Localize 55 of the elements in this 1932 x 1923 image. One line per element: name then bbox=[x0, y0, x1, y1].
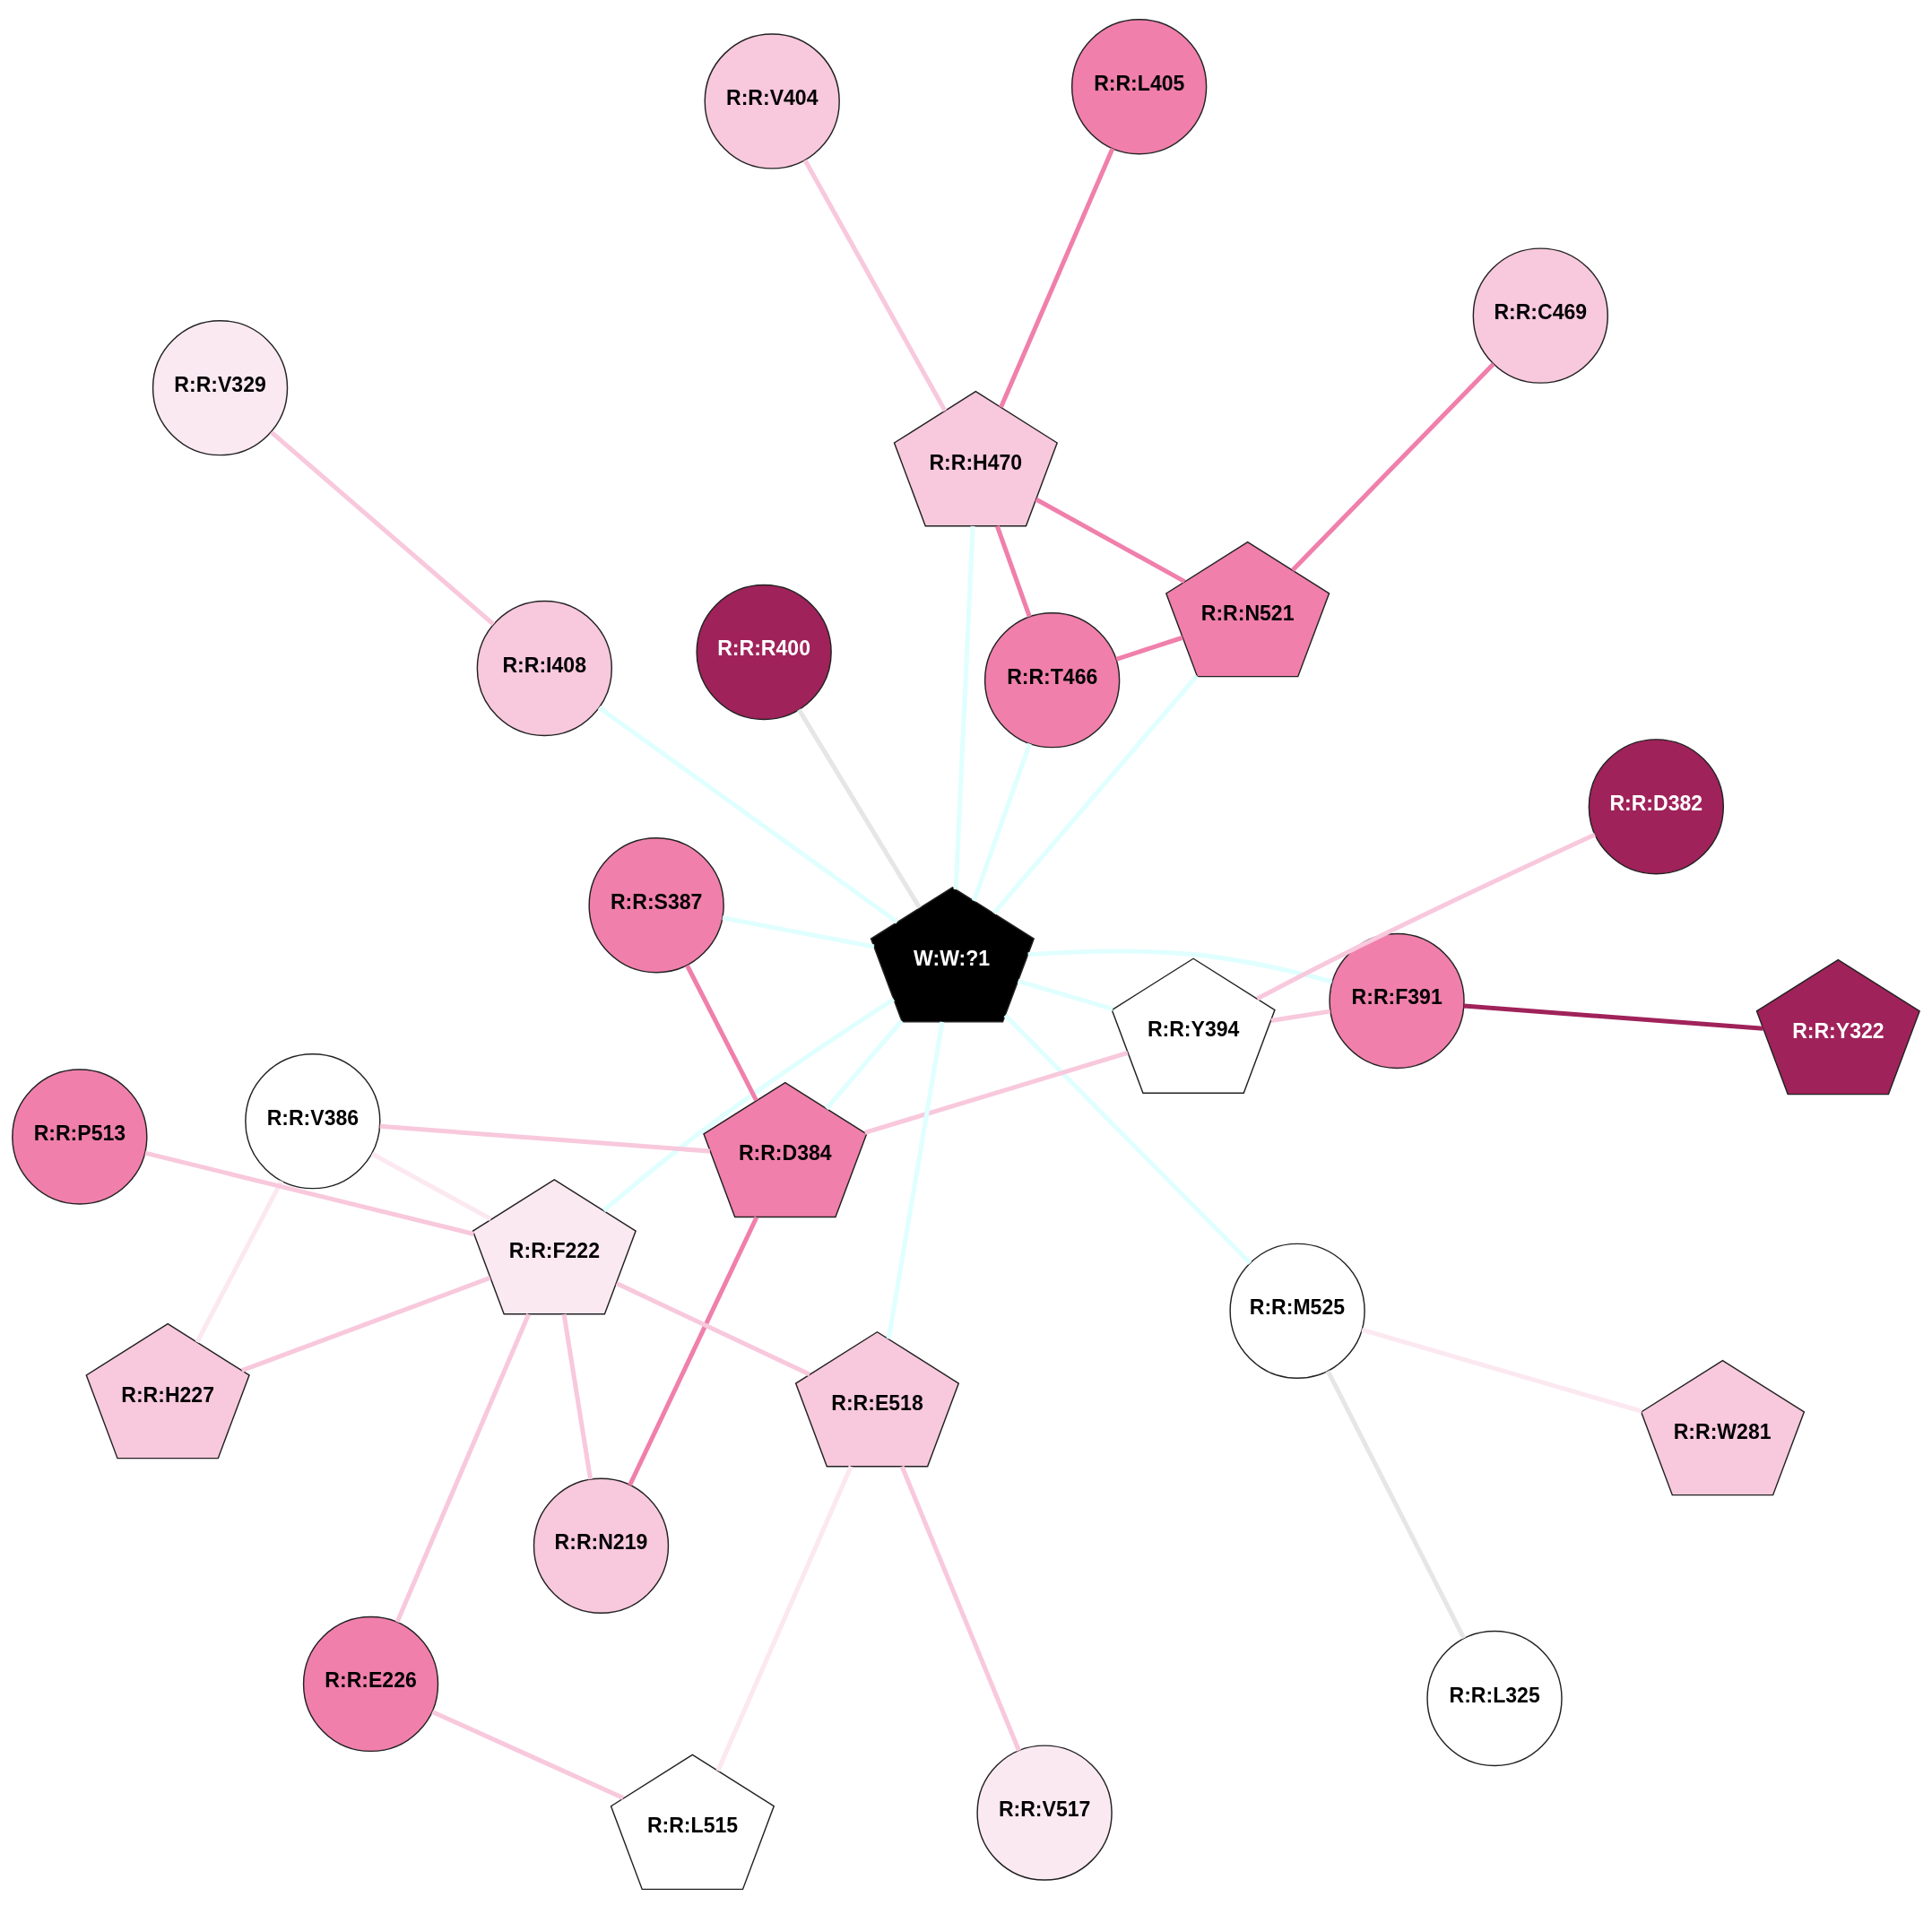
connector bbox=[379, 1123, 710, 1154]
node-circle: R:R:L405 bbox=[1070, 19, 1208, 155]
connector bbox=[431, 1710, 625, 1800]
connector bbox=[195, 1180, 284, 1344]
connector bbox=[1027, 949, 1333, 984]
connector bbox=[685, 964, 758, 1102]
connector bbox=[615, 1281, 811, 1377]
connector bbox=[1035, 497, 1186, 584]
connector bbox=[270, 430, 496, 627]
connector bbox=[994, 525, 1032, 618]
connector bbox=[1291, 362, 1495, 572]
node-circle: R:R:I408 bbox=[476, 600, 613, 737]
connector bbox=[992, 674, 1199, 915]
connector bbox=[394, 1313, 531, 1624]
node-circle: R:R:C469 bbox=[1472, 247, 1608, 384]
connector bbox=[972, 742, 1032, 902]
connector bbox=[1256, 832, 1597, 1001]
connector bbox=[863, 1051, 1129, 1135]
connector bbox=[899, 1465, 1021, 1752]
connector bbox=[722, 915, 875, 949]
connector bbox=[715, 1465, 853, 1772]
connector bbox=[240, 1276, 491, 1373]
connector bbox=[1003, 1013, 1252, 1265]
node-circle: R:R:V517 bbox=[976, 1745, 1113, 1881]
connector bbox=[999, 147, 1115, 409]
connector bbox=[561, 1313, 593, 1480]
node-circle: R:R:M525 bbox=[1229, 1243, 1365, 1379]
connector bbox=[797, 708, 922, 909]
node-circle: R:R:P513 bbox=[12, 1069, 148, 1205]
connector bbox=[802, 159, 948, 412]
node-circle: R:R:R400 bbox=[696, 584, 832, 721]
connector bbox=[1270, 1009, 1331, 1023]
connector bbox=[1017, 978, 1113, 1011]
node-circle: R:R:V404 bbox=[704, 33, 840, 169]
node-circle: R:R:V386 bbox=[245, 1052, 381, 1190]
node-circle: R:R:L325 bbox=[1426, 1630, 1563, 1767]
node-circle: R:R:T466 bbox=[983, 612, 1121, 749]
connector bbox=[628, 1216, 759, 1486]
node-circle: R:R:N219 bbox=[533, 1477, 670, 1614]
connector bbox=[1361, 1327, 1642, 1414]
connector bbox=[886, 1021, 945, 1339]
node-circle: R:R:E226 bbox=[302, 1615, 439, 1753]
node-circle: R:R:S387 bbox=[588, 837, 724, 974]
connector bbox=[953, 525, 975, 890]
connector bbox=[370, 1151, 492, 1221]
node-circle: R:R:V329 bbox=[152, 319, 289, 456]
connector bbox=[602, 997, 896, 1213]
node-circle: R:R:F391 bbox=[1329, 932, 1465, 1070]
connector bbox=[144, 1150, 475, 1236]
connector bbox=[597, 706, 899, 924]
connector bbox=[1326, 1370, 1467, 1640]
connector bbox=[825, 1019, 904, 1111]
node-circle: R:R:D382 bbox=[1588, 739, 1724, 875]
connector bbox=[1115, 635, 1183, 662]
connector bbox=[1463, 1003, 1763, 1031]
